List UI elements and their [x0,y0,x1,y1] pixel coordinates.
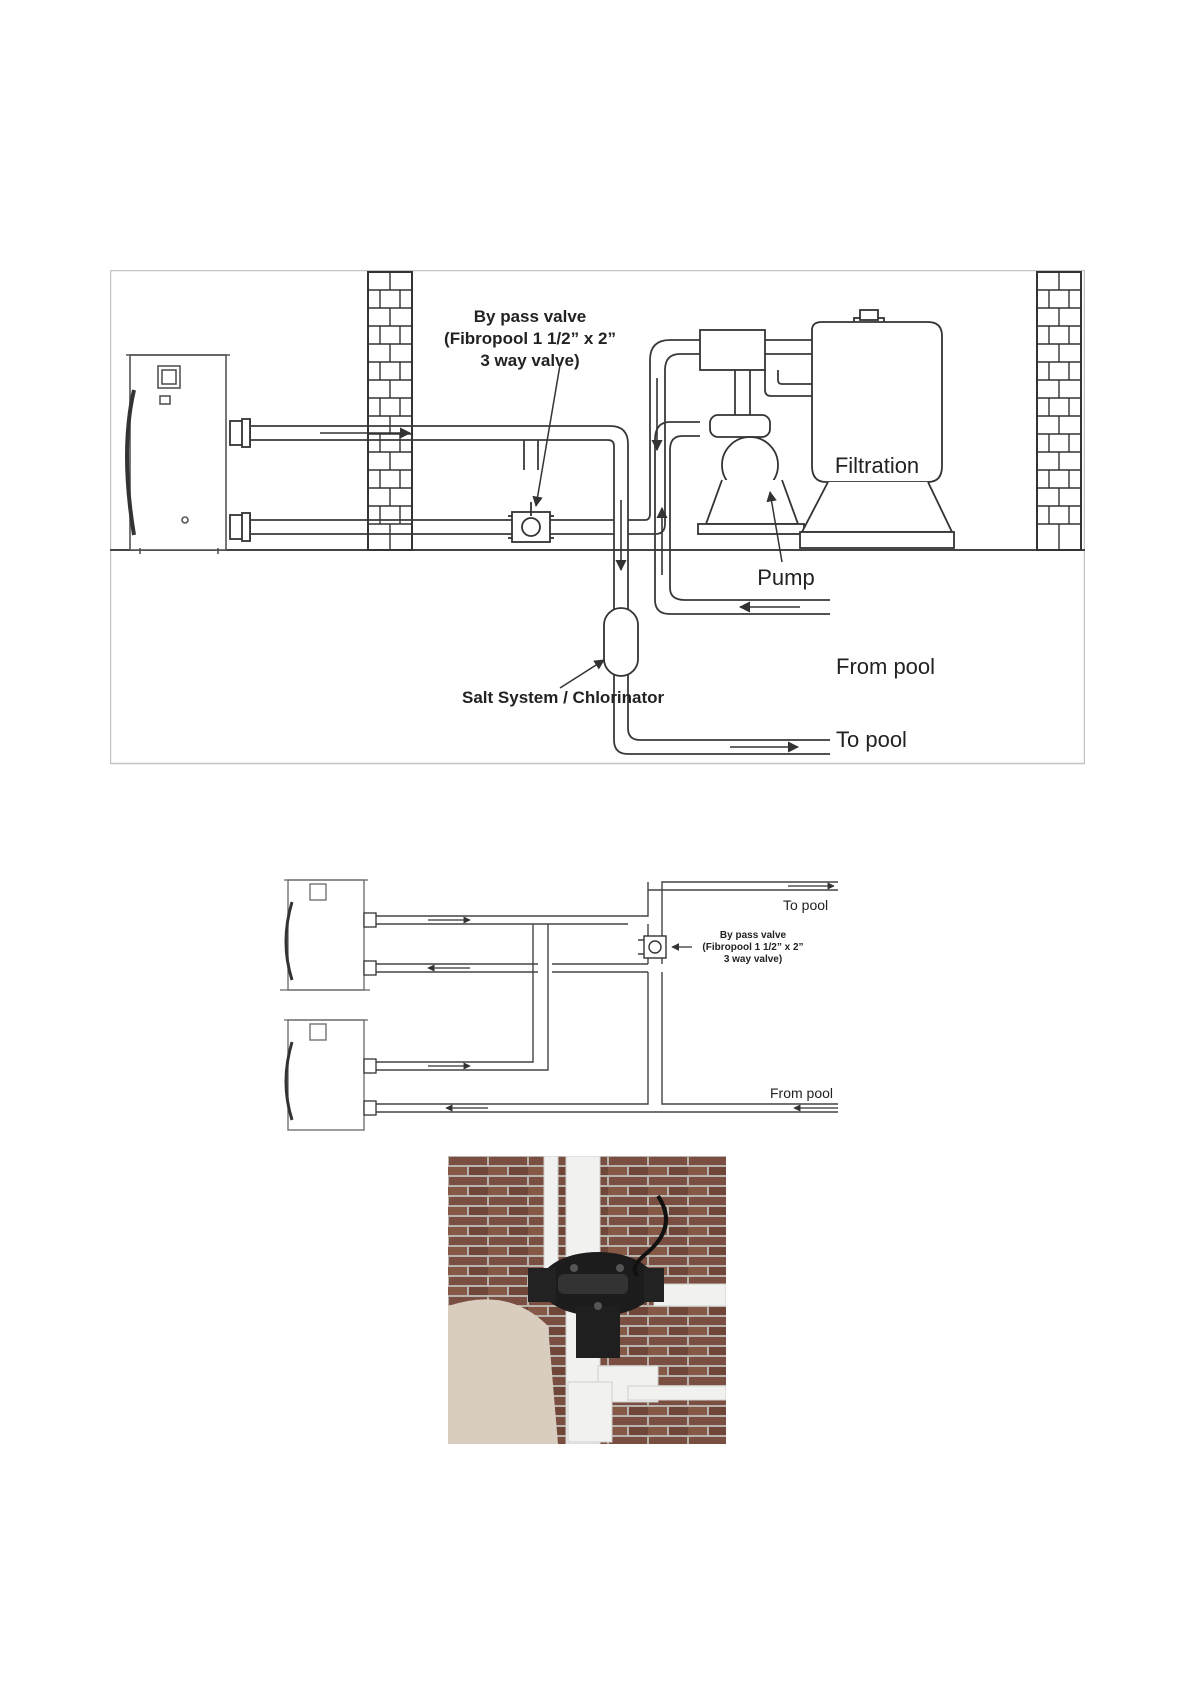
from-pool-label: From pool [836,654,935,679]
filter-tank-photo [448,1299,558,1444]
heat-pump-unit-top [280,880,370,990]
installation-diagram-dual: To pool By pass valve (Fibropool 1 1/2” … [278,872,918,1134]
pump-label: Pump [757,565,814,590]
to-pool-label-2: To pool [783,897,828,913]
bypass-label-line-2: (Fibropool 1 1/2” x 2” [444,329,616,348]
bypass2-line-3: 3 way valve) [724,954,782,965]
salt-system-label: Salt System / Chlorinator [462,688,665,707]
salt-chlorinator [604,608,638,676]
flow-arrows-dual [428,886,838,1108]
bypass-label-line-1: By pass valve [474,307,586,326]
heat-pump-unit-bottom [284,1020,368,1130]
pipes-dual [374,882,838,1112]
bypass-valve-photo [448,1156,726,1444]
brick-wall-right [1037,272,1081,550]
bypass2-line-1: By pass valve [720,930,787,941]
heat-pump-unit [126,355,230,554]
bypass-valve-label-2: By pass valve (Fibropool 1 1/2” x 2” 3 w… [702,930,803,965]
filtration-tank [800,310,954,548]
filtration-label: Filtration [835,453,919,478]
brick-wall-left [368,272,412,550]
bypass-label-line-3: 3 way valve) [480,351,579,370]
bypass2-line-2: (Fibropool 1 1/2” x 2” [702,942,803,953]
to-pool-label: To pool [836,727,907,752]
bypass-valve-2 [638,936,666,958]
from-pool-label-2: From pool [770,1085,833,1101]
installation-diagram-main: By pass valve (Fibropool 1 1/2” x 2” 3 w… [110,270,1085,765]
fittings-dual [364,913,376,1115]
